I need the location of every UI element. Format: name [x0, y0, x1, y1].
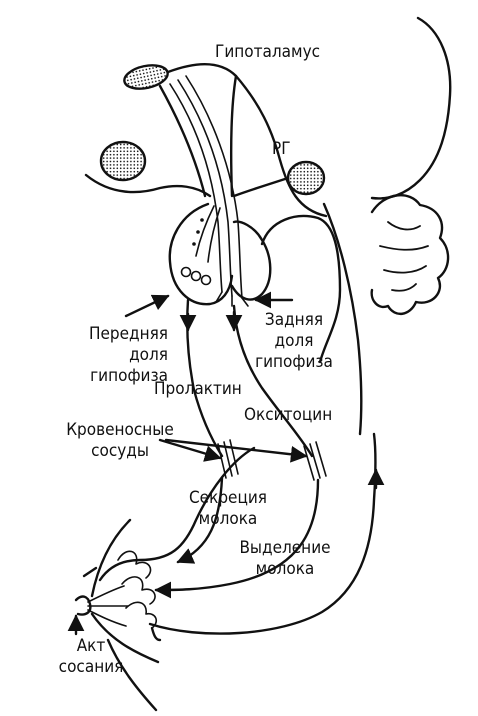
blood-vessels-label: Кровеносные сосуды: [66, 420, 174, 461]
nipple: [74, 595, 92, 616]
neurosecretory-tract-3: [185, 75, 243, 299]
vessel-leader-right: [164, 438, 308, 463]
oxytocin-label: Окситоцин: [244, 405, 333, 425]
rg-label: РГ: [272, 139, 291, 159]
brain-outline: [370, 16, 452, 200]
hypothalamus-label: Гипоталамус: [215, 42, 321, 62]
suckling-act-label: Акт сосания: [58, 636, 124, 677]
milk-secretion-label: Секреция молока: [188, 488, 267, 529]
anterior-lobe-outline: [168, 202, 234, 306]
anterior-cell-1: [180, 266, 192, 278]
body-outline-bottom: [106, 638, 158, 712]
posterior-lobe-loop: [260, 214, 342, 364]
afferent-return: [150, 626, 162, 642]
portal-dot-2: [200, 218, 204, 222]
infundibulum-right: [230, 74, 238, 198]
secretion-pathway: [176, 476, 224, 564]
ascending-neural-pathway: [322, 202, 363, 436]
afferent-pathway: [148, 432, 377, 635]
hypothalamic-nucleus-left: [99, 140, 147, 182]
neurosecretory-tract-1: [169, 83, 223, 293]
anterior-pituitary-label: Передняя доля гипофиза: [88, 324, 168, 386]
hypothalamus-outline: [166, 62, 328, 218]
rg-to-stalk-tract: [232, 176, 290, 198]
mammary-gland-outline: [90, 518, 132, 598]
vessel-leader-left: [158, 438, 222, 462]
prolactin-label: Пролактин: [154, 379, 242, 399]
portal-vessels: [195, 205, 221, 263]
anterior-cell-2: [190, 270, 202, 282]
oxytocin-pathway: [232, 304, 314, 458]
posterior-lobe-outline: [230, 220, 272, 301]
anterior-lobe-leader: [124, 294, 170, 318]
breast-lower-curve: [90, 612, 160, 664]
cerebellum-outline: [370, 193, 450, 315]
infundibulum-left: [158, 84, 207, 198]
posterior-pituitary-label: Задняя доля гипофиза: [255, 310, 333, 372]
milk-ejection-label: Выделение молока: [239, 538, 331, 579]
anterior-cell-3: [200, 274, 212, 286]
body-outline-top-left: [82, 566, 98, 578]
body-outline-left: [98, 446, 256, 582]
posterior-fibre-endings: [215, 291, 249, 307]
third-ventricle-line: [84, 173, 212, 198]
hypothalamic-nucleus-top: [123, 64, 169, 90]
rg-nucleus: [286, 160, 326, 196]
portal-dot-1: [196, 230, 200, 234]
ejection-pathway: [154, 478, 320, 599]
neurosecretory-tract-2: [177, 79, 233, 297]
portal-dot-3: [192, 242, 196, 246]
cerebellum-folds: [379, 221, 429, 292]
